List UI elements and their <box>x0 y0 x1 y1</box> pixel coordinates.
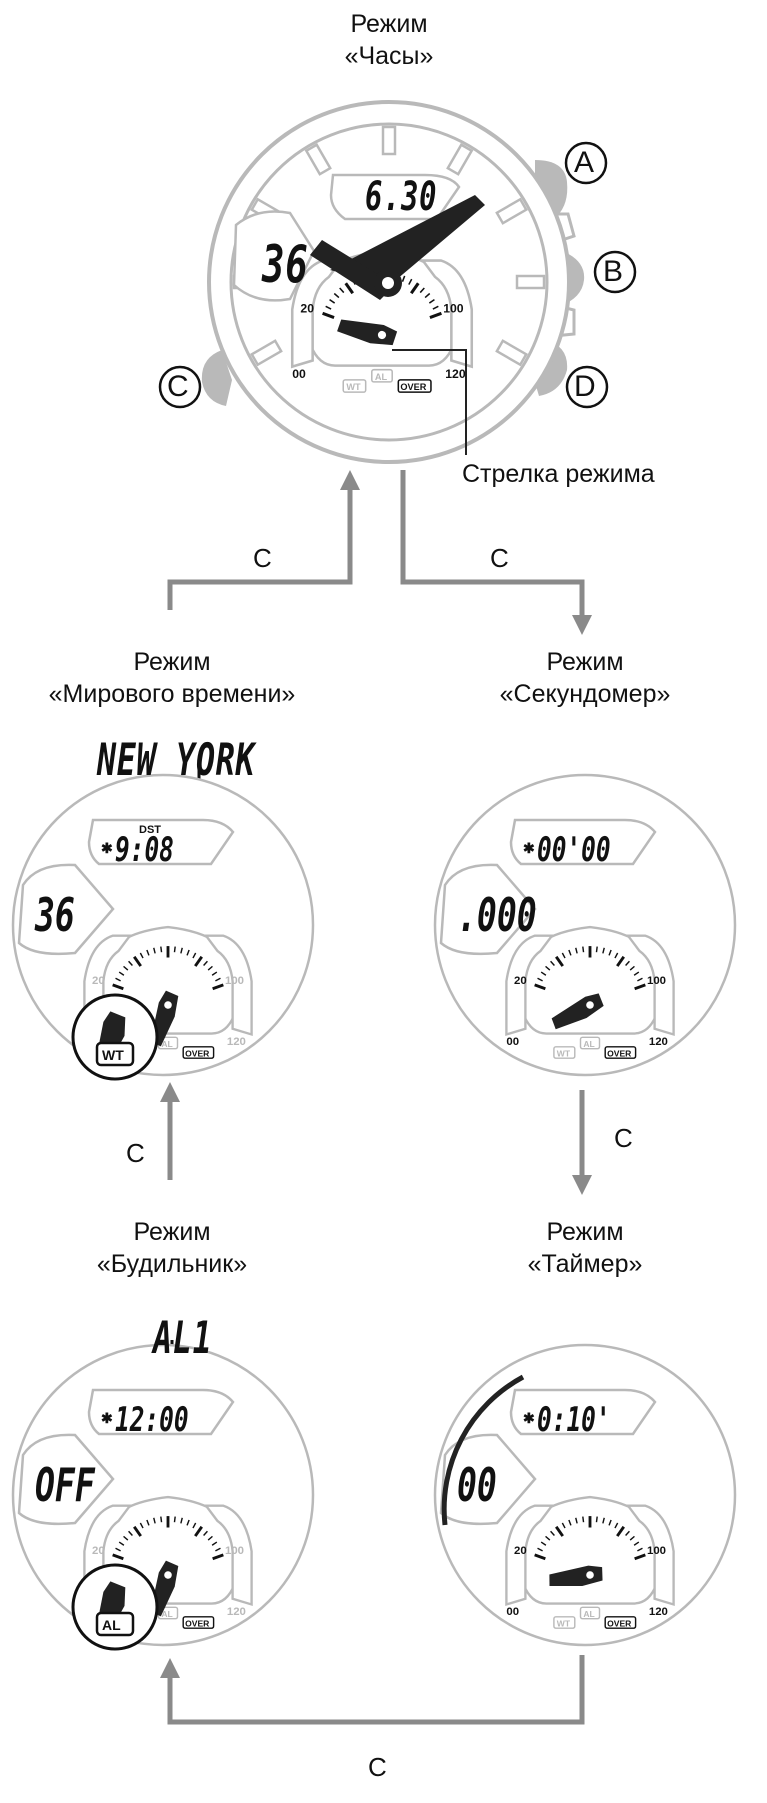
scale-120: 120 <box>227 1036 246 1048</box>
mode-hand-label: Стрелка режима <box>462 460 655 488</box>
stopwatch-watch-left-value: .000 <box>457 890 537 943</box>
world-time-watch-top-value: 9:08 <box>115 830 174 869</box>
wt-tag: WT <box>557 1618 571 1628</box>
scale-20: 20 <box>92 975 105 987</box>
scale-120: 120 <box>649 1606 668 1618</box>
alarm-mode-title-line2: «Будильник» <box>96 1250 248 1278</box>
timer-mode-title-line1: Режим <box>546 1218 624 1246</box>
bluetooth-icon: ✱ <box>101 1410 113 1426</box>
timer-watch-left-value: 00 <box>457 1460 497 1513</box>
bluetooth-icon: ✱ <box>523 1410 535 1426</box>
bluetooth-icon: ✱ <box>523 840 535 856</box>
scale-100: 100 <box>443 302 464 316</box>
scale-100: 100 <box>647 1545 666 1557</box>
button-d-label: D <box>574 370 596 403</box>
button-b-circle <box>593 250 637 294</box>
stopwatch-mode-title-line1: Режим <box>546 648 624 676</box>
scale-120: 120 <box>445 367 466 381</box>
button-a-circle <box>564 141 608 185</box>
stopwatch-mode-title-line2: «Секундомер» <box>499 680 671 708</box>
world-time-watch-badge: WT <box>102 1047 124 1063</box>
timer-mode-title: Режим «Таймер» <box>425 1216 745 1280</box>
transition-label-stopwatch-to-timer: C <box>614 1123 633 1153</box>
alarm-mode-title: Режим «Будильник» <box>12 1216 332 1280</box>
button-c-shape <box>201 350 232 406</box>
wt-tag: WT <box>557 1048 571 1058</box>
alarm-watch: ✱12:00OFF2010000120WTALOVERAL <box>11 1343 315 1651</box>
over-tag: OVER <box>185 1048 209 1058</box>
scale-20: 20 <box>514 975 527 987</box>
alarm-watch-top-value: 12:00 <box>115 1400 189 1439</box>
stopwatch-watch-top-value: 00'00 <box>537 830 611 869</box>
al-tag: AL <box>161 1039 172 1049</box>
alarm-watch-left-value: OFF <box>35 1460 96 1513</box>
time-mode-title-line2: «Часы» <box>344 42 434 70</box>
scale-00: 00 <box>506 1036 519 1048</box>
alarm-name: AL1 <box>153 1313 213 1364</box>
button-c-label: C <box>167 370 189 403</box>
dst-indicator: DST <box>139 824 161 836</box>
stopwatch-mode-title: Режим «Секундомер» <box>425 646 745 710</box>
button-a-label: A <box>574 146 595 179</box>
over-tag: OVER <box>400 382 426 392</box>
scale-20: 20 <box>514 1545 527 1557</box>
scale-120: 120 <box>227 1606 246 1618</box>
button-b-label: B <box>603 255 624 288</box>
over-tag: OVER <box>185 1618 209 1628</box>
al-tag: AL <box>583 1609 594 1619</box>
over-tag: OVER <box>607 1618 631 1628</box>
scale-00: 00 <box>292 367 306 381</box>
world-time-city: NEW YORK <box>97 735 256 786</box>
timer-mode-title-line2: «Таймер» <box>527 1250 643 1278</box>
world-time-watch-left-value: 36 <box>34 890 75 943</box>
world-time-mode-title: Режим «Мирового времени» <box>12 646 332 710</box>
transition-label-alarm-to-world: C <box>126 1138 145 1168</box>
scale-100: 100 <box>647 975 666 987</box>
transition-arrows <box>160 470 592 1725</box>
alarm-mode-title-line1: Режим <box>133 1218 211 1246</box>
over-tag: OVER <box>607 1048 631 1058</box>
al-tag: AL <box>161 1609 172 1619</box>
scale-100: 100 <box>225 1545 244 1557</box>
scale-00: 00 <box>506 1606 519 1618</box>
scale-100: 100 <box>225 975 244 987</box>
scale-20: 20 <box>300 302 314 316</box>
world-time-mode-title-line2: «Мирового времени» <box>48 680 296 708</box>
time-mode-title: Режим «Часы» <box>229 8 549 72</box>
transition-label-time-to-stopwatch: C <box>490 543 509 573</box>
al-tag: AL <box>583 1039 594 1049</box>
alarm-watch-badge: AL <box>102 1617 121 1633</box>
scale-20: 20 <box>92 1545 105 1557</box>
transition-label-world-to-time: C <box>253 543 272 573</box>
button-letters <box>158 141 637 409</box>
time-top-value: 6.30 <box>365 174 438 220</box>
transition-label-timer-to-alarm: C <box>368 1752 387 1782</box>
scale-120: 120 <box>649 1036 668 1048</box>
time-left-value: 36 <box>262 235 309 295</box>
world-time-mode-title-line1: Режим <box>133 648 211 676</box>
timer-watch-top-value: 0:10' <box>537 1400 611 1439</box>
wt-tag: WT <box>346 382 361 392</box>
button-d-circle <box>565 365 609 409</box>
bluetooth-icon: ✱ <box>101 840 113 856</box>
time-mode-title-line1: Режим <box>350 10 428 38</box>
world-time-watch: ✱9:08DST362010000120WTALOVERWT <box>11 773 315 1081</box>
al-tag: AL <box>375 372 388 382</box>
button-c-circle <box>158 365 202 409</box>
